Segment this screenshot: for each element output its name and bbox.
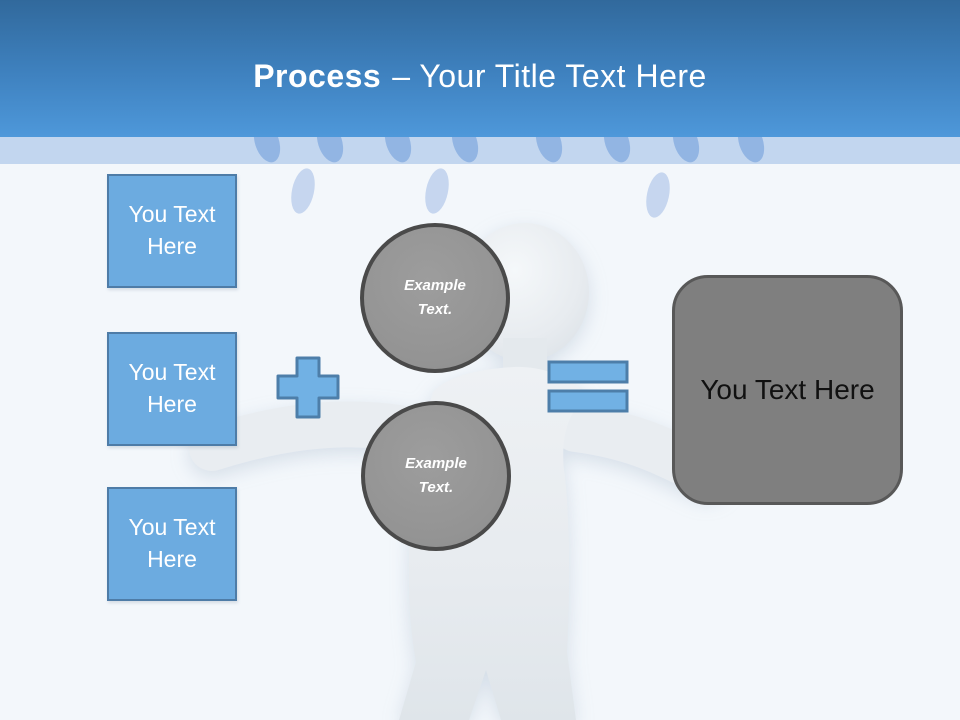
raindrop-icon xyxy=(380,137,416,164)
raindrop-icon xyxy=(531,137,567,164)
slide-title-rest: – Your Title Text Here xyxy=(392,58,707,94)
slide-header: Process – Your Title Text Here xyxy=(0,0,960,137)
slide-title-bold: Process xyxy=(253,58,382,94)
slide-title[interactable]: Process – Your Title Text Here xyxy=(253,42,707,95)
text-box-1[interactable]: You Text Here xyxy=(107,174,237,288)
example-circle-2[interactable]: Example Text. xyxy=(361,401,511,551)
raindrop-icon xyxy=(312,137,348,164)
text-box-3-label: You Text Here xyxy=(128,514,216,572)
text-box-2[interactable]: You Text Here xyxy=(107,332,237,446)
result-box[interactable]: You Text Here xyxy=(672,275,903,505)
raindrop-icon xyxy=(668,137,704,164)
raindrop-icon xyxy=(599,137,635,164)
decor-band xyxy=(0,137,960,164)
raindrop-icon xyxy=(733,137,769,164)
text-box-3[interactable]: You Text Here xyxy=(107,487,237,601)
example-circle-1-label: Example Text. xyxy=(404,277,466,318)
text-box-1-label: You Text Here xyxy=(128,201,216,259)
text-box-2-label: You Text Here xyxy=(128,359,216,417)
result-box-label: You Text Here xyxy=(700,374,875,405)
example-circle-1[interactable]: Example Text. xyxy=(360,223,510,373)
raindrop-icon xyxy=(447,137,483,164)
equals-icon[interactable] xyxy=(547,360,631,415)
plus-icon[interactable] xyxy=(276,356,340,420)
example-circle-2-label: Example Text. xyxy=(405,455,467,496)
raindrop-icon xyxy=(249,137,285,164)
